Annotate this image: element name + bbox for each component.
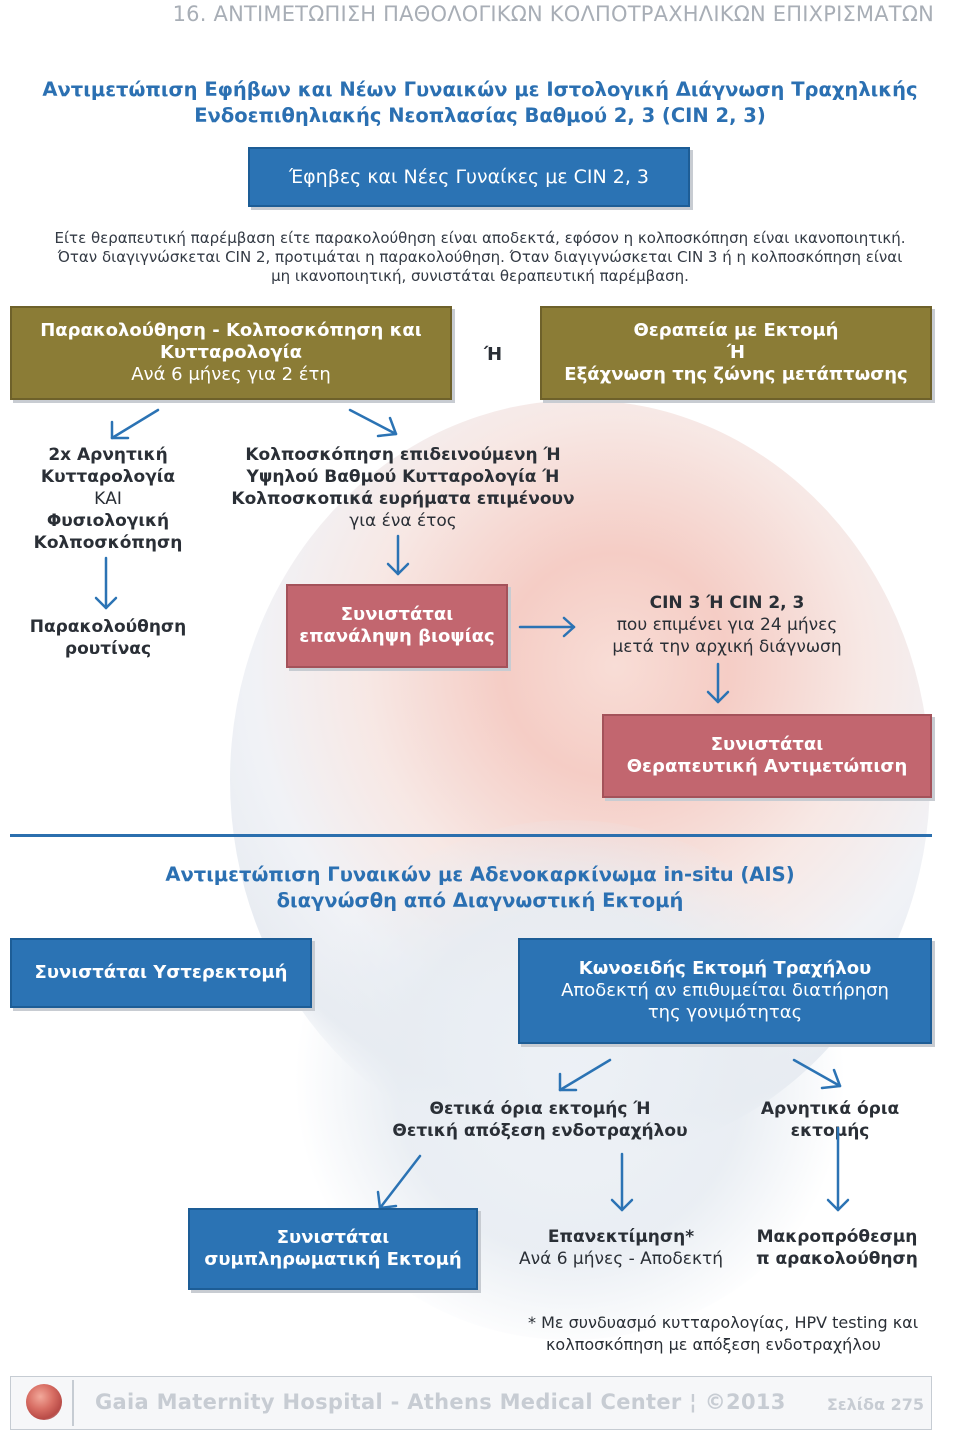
positive-margins-line2: Θετική απόξεση ενδοτραχήλου <box>392 1121 688 1141</box>
arrow-down-routine <box>94 556 118 610</box>
footer-bar <box>10 1376 932 1430</box>
olive-right-line3: Εξάχνωση της ζώνης μετάπτωσης <box>564 364 908 385</box>
routine-line2: ρουτίνας <box>64 639 152 659</box>
routine-line1: Παρακολούθηση <box>29 617 187 637</box>
olive-left-line3: Ανά 6 μήνες για 2 έτη <box>131 364 331 385</box>
left-branch-line3: ΚΑΙ <box>94 489 122 509</box>
section-divider <box>10 834 932 837</box>
persist-line1: CIN 3 Ή CIN 2, 3 <box>649 593 805 613</box>
positive-margins-line1: Θετικά όρια εκτομής Ή <box>429 1099 651 1119</box>
page-number: Σελίδα 275 <box>826 1395 924 1414</box>
footnote-line1: * Με συνδυασμό κυτταρολογίας, HPV testin… <box>528 1313 919 1332</box>
olive-left-line2: Κυτταρολογία <box>159 342 303 363</box>
intro-paragraph: Είτε θεραπευτική παρέμβαση είτε παρακολο… <box>0 229 960 286</box>
arrow-down-left-3 <box>376 1154 422 1210</box>
footer-text: Gaia Maternity Hospital - Athens Medical… <box>95 1390 786 1414</box>
left-branch-line2: Κυτταρολογία <box>40 467 176 487</box>
footer-separator <box>72 1380 74 1426</box>
persist-line2: που επιμένει για 24 μήνες <box>616 615 838 635</box>
middle-branch-text: Κολποσκόπηση επιδεινούμενη Ή Υψηλού Βαθμ… <box>228 444 578 532</box>
arrow-down-left-1 <box>110 408 160 440</box>
olive-right-line2: Ή <box>726 342 746 363</box>
conization-box: Κωνοειδής Εκτομή Τραχήλου Αποδεκτή αν επ… <box>518 938 932 1044</box>
rebiopsy-line2: επανάληψη βιοψίας <box>299 626 495 647</box>
intro-line1: Είτε θεραπευτική παρέμβαση είτε παρακολο… <box>54 229 906 247</box>
section2-title-line1: Αντιμετώπιση Γυναικών με Αδενοκαρκίνωμα … <box>165 863 795 886</box>
section2-title: Αντιμετώπιση Γυναικών με Αδενοκαρκίνωμα … <box>30 862 930 914</box>
reassessment-line1: Επανεκτίμηση* <box>547 1227 695 1247</box>
hospital-logo <box>26 1384 62 1420</box>
section1-title: Αντιμετώπιση Εφήβων και Νέων Γυναικών με… <box>30 77 930 129</box>
rebiopsy-line1: Συνιστάται <box>340 604 454 625</box>
arrow-down-longterm <box>826 1126 850 1212</box>
olive-left-line1: Παρακολούθηση - Κολποσκόπηση και <box>40 320 422 341</box>
reassessment-line2: Ανά 6 μήνες - Αποδεκτή <box>518 1249 724 1269</box>
section2-title-line2: διαγνώσθη από Διαγνωστική Εκτομή <box>276 889 684 912</box>
left-branch-line5: Κολποσκόπηση <box>33 533 183 553</box>
arrow-down-right-1 <box>348 408 398 438</box>
treatment-line1: Συνιστάται <box>710 734 824 755</box>
routine-followup-text: Παρακολούθηση ρουτίνας <box>18 616 198 660</box>
hysterectomy-box: Συνιστάται Υστερεκτομή <box>10 938 312 1008</box>
arrow-down-right-2 <box>792 1058 842 1090</box>
longterm-line2: π αρακολούθηση <box>756 1249 918 1269</box>
longterm-text: Μακροπρόθεσμη π αρακολούθηση <box>742 1226 932 1270</box>
middle-branch-line1: Κολποσκόπηση επιδεινούμενη Ή <box>245 445 561 465</box>
middle-branch-line2: Υψηλού Βαθμού Κυτταρολογία Ή <box>246 467 560 487</box>
section1-title-line2: Ενδοεπιθηλιακής Νεοπλασίας Βαθμού 2, 3 (… <box>194 104 766 127</box>
left-branch-line4: Φυσιολογική <box>46 511 170 531</box>
left-branch-line1: 2x Αρνητική <box>48 445 168 465</box>
arrow-right-persist <box>518 616 576 638</box>
reassessment-text: Επανεκτίμηση* Ανά 6 μήνες - Αποδεκτή <box>506 1226 736 1270</box>
olive-right-line1: Θεραπεία με Εκτομή <box>633 320 839 341</box>
section1-title-line1: Αντιμετώπιση Εφήβων και Νέων Γυναικών με… <box>42 78 918 101</box>
intro-line2: Όταν διαγιγνώσκεται CIN 2, προτιμάται η … <box>57 248 903 266</box>
arrow-down-reassess <box>610 1152 634 1212</box>
negative-margins-text: Αρνητικά όρια εκτομής <box>760 1099 900 1141</box>
page-header-title: 16. ΑΝΤΙΜΕΤΩΠΙΣΗ ΠΑΘΟΛΟΓΙΚΩΝ ΚΟΛΠΟΤΡΑΧΗΛ… <box>172 2 934 26</box>
footnote-line2: κολποσκόπηση με απόξεση ενδοτραχήλου <box>546 1335 881 1354</box>
intro-line3: μη ικανοποιητική, συνιστάται θεραπευτική… <box>271 267 689 285</box>
olive-box-therapy: Θεραπεία με Εκτομή Ή Εξάχνωση της ζώνης … <box>540 306 932 400</box>
footnote: * Με συνδυασμό κυτταρολογίας, HPV testin… <box>528 1312 938 1356</box>
arrow-down-treatment <box>706 662 730 704</box>
arrow-down-rebiopsy <box>386 534 410 576</box>
longterm-line1: Μακροπρόθεσμη <box>756 1227 918 1247</box>
left-branch-text: 2x Αρνητική Κυτταρολογία ΚΑΙ Φυσιολογική… <box>18 444 198 554</box>
or-label: Ή <box>484 344 503 365</box>
persist-line3: μετά την αρχική διάγνωση <box>612 637 842 657</box>
conization-line3: της γονιμότητας <box>647 1002 803 1023</box>
conization-line1: Κωνοειδής Εκτομή Τραχήλου <box>578 958 872 979</box>
middle-branch-line4: για ένα έτος <box>349 511 457 531</box>
top-box-label: Έφηβες και Νέες Γυναίκες με CIN 2, 3 <box>288 166 650 188</box>
persist-text: CIN 3 Ή CIN 2, 3 που επιμένει για 24 μήν… <box>592 592 862 658</box>
olive-box-followup: Παρακολούθηση - Κολποσκόπηση και Κυτταρο… <box>10 306 452 400</box>
middle-branch-line3: Κολποσκοπικά ευρήματα επιμένουν <box>231 489 575 509</box>
treatment-line2: Θεραπευτική Αντιμετώπιση <box>626 756 908 777</box>
arrow-down-left-2 <box>558 1058 612 1092</box>
rebiopsy-box: Συνιστάται επανάληψη βιοψίας <box>286 584 508 668</box>
complementary-line2: συμπληρωματική Εκτομή <box>204 1249 462 1270</box>
top-box-adolescents: Έφηβες και Νέες Γυναίκες με CIN 2, 3 <box>248 147 690 207</box>
complementary-line1: Συνιστάται <box>276 1227 390 1248</box>
treatment-box: Συνιστάται Θεραπευτική Αντιμετώπιση <box>602 714 932 798</box>
hysterectomy-label: Συνιστάται Υστερεκτομή <box>34 962 288 983</box>
positive-margins-text: Θετικά όρια εκτομής Ή Θετική απόξεση ενδ… <box>380 1098 700 1142</box>
conization-line2: Αποδεκτή αν επιθυμείται διατήρηση <box>561 980 889 1001</box>
complementary-box: Συνιστάται συμπληρωματική Εκτομή <box>188 1208 478 1290</box>
